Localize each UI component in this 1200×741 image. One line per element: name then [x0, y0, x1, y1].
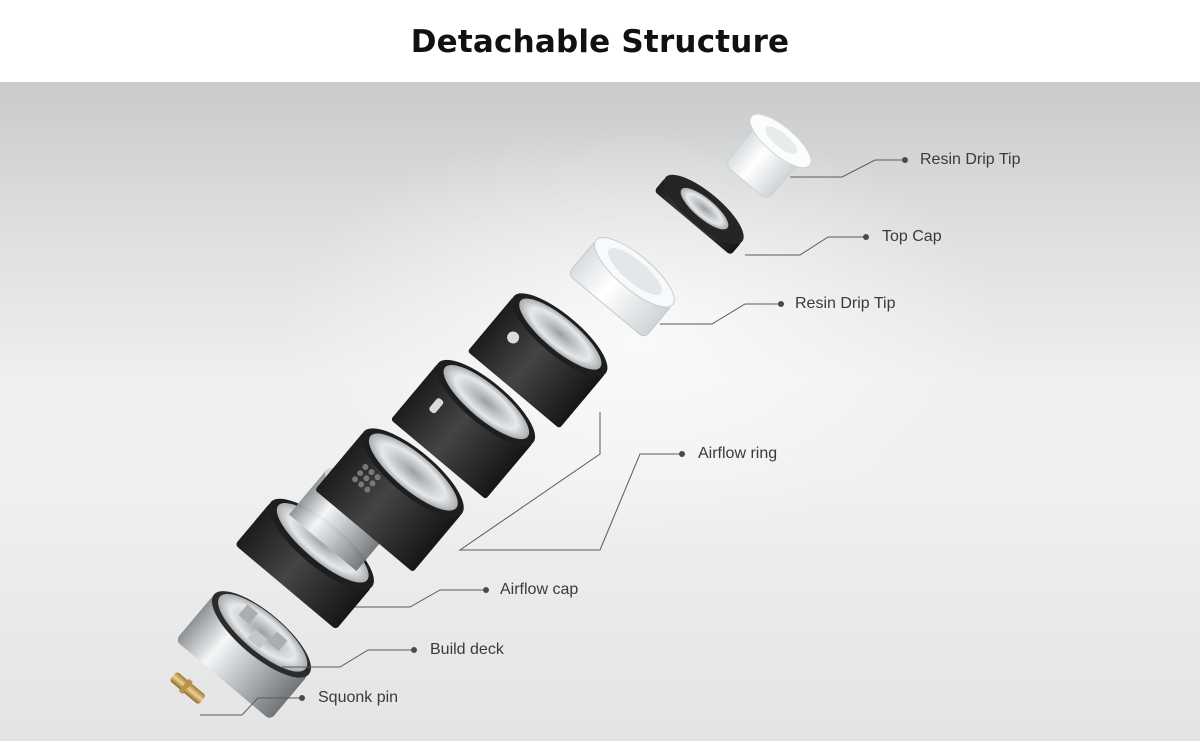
product-illustration: Resin Drip Tip Top Cap Resin Drip Tip Ai… [0, 82, 1200, 741]
leader-dots [299, 157, 908, 701]
leader-build-deck [282, 649, 414, 668]
exploded-view-drawing [170, 113, 908, 718]
airflow-ring-part-2 [391, 359, 536, 499]
leader-lines [200, 159, 905, 716]
build-deck-part [177, 591, 311, 718]
leader-resin-drip-tip-top [790, 159, 905, 178]
label-airflow-cap: Airflow cap [500, 581, 579, 598]
label-build-deck: Build deck [430, 641, 504, 658]
leader-resin-drip-tip-mid [660, 303, 781, 325]
label-resin-drip-tip-top: Resin Drip Tip [920, 151, 1021, 168]
label-airflow-ring: Airflow ring [698, 445, 778, 462]
leader-squonk-pin [200, 697, 302, 716]
leader-airflow-ring [458, 412, 682, 551]
header: Detachable Structure [0, 0, 1200, 82]
leader-top-cap [745, 236, 866, 256]
top-cap-part [655, 174, 744, 254]
label-top-cap: Top Cap [882, 228, 942, 245]
airflow-ring-part-3 [468, 293, 608, 428]
resin-drip-tip-middle-part [569, 237, 675, 337]
squonk-pin-part [170, 672, 205, 704]
label-resin-drip-tip-mid: Resin Drip Tip [795, 295, 896, 312]
label-squonk-pin: Squonk pin [318, 689, 399, 706]
leader-airflow-cap [355, 589, 486, 608]
airflow-ring-part-1 [316, 428, 464, 571]
page-title: Detachable Structure [410, 24, 790, 60]
resin-drip-tip-top-part [727, 113, 812, 198]
